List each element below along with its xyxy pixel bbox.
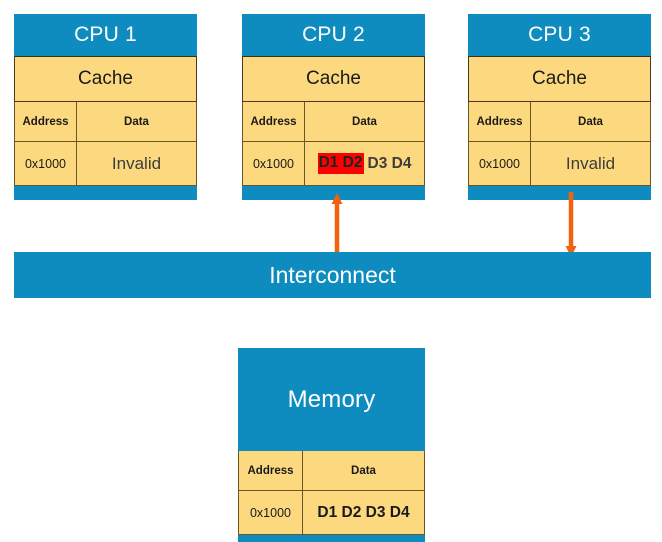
cpu-1-cache-table: Address Data 0x1000 Invalid xyxy=(14,102,197,186)
cpu-3-footer-strip xyxy=(468,186,651,193)
connector-cpu-2-arrow-up xyxy=(330,192,344,258)
cpu-1-footer-strip xyxy=(14,186,197,193)
table-header-row: Address Data xyxy=(242,102,425,142)
connector-cpu-3-arrow-down xyxy=(564,192,578,258)
column-header-data: Data xyxy=(352,115,377,128)
table-header-row: Address Data xyxy=(14,102,197,142)
table-header-row: Address Data xyxy=(468,102,651,142)
cpu-2-address-value: 0x1000 xyxy=(243,142,305,185)
memory-node[interactable]: Memory Address Data 0x1000 D1 D2 D3 D4 xyxy=(238,348,425,542)
memory-data-value: D1 D2 D3 D4 xyxy=(317,503,410,521)
cpu-1-data-value: Invalid xyxy=(111,153,162,173)
column-header-address: Address xyxy=(15,102,77,141)
column-header-data: Data xyxy=(351,464,376,477)
cpu-3-cache-label: Cache xyxy=(468,56,651,102)
arrow-down-icon xyxy=(565,192,577,257)
cpu-3-address-value: 0x1000 xyxy=(469,142,531,185)
cpu-3-node[interactable]: CPU 3 Cache Address Data 0x1000 Invalid xyxy=(468,14,651,200)
column-header-data: Data xyxy=(124,115,149,128)
cpu-1-address-value: 0x1000 xyxy=(15,142,77,185)
memory-address-value: 0x1000 xyxy=(239,491,303,534)
cpu-3-cache-table: Address Data 0x1000 Invalid xyxy=(468,102,651,186)
cpu-2-title: CPU 2 xyxy=(302,23,365,46)
interconnect-label: Interconnect xyxy=(269,261,396,288)
table-header-row: Address Data xyxy=(238,451,425,491)
memory-footer-strip xyxy=(238,535,425,542)
cpu-2-footer-strip xyxy=(242,186,425,193)
cpu-2-data-rest: D3 D4 xyxy=(367,154,412,172)
cpu-3-data-value: Invalid xyxy=(565,153,616,173)
memory-title: Memory xyxy=(287,385,376,413)
cpu-1-cache-label: Cache xyxy=(14,56,197,102)
memory-table: Address Data 0x1000 D1 D2 D3 D4 xyxy=(238,451,425,535)
table-row[interactable]: 0x1000 D1 D2 D3 D4 xyxy=(238,491,425,535)
table-row[interactable]: 0x1000 Invalid xyxy=(468,142,651,186)
interconnect-bar[interactable]: Interconnect xyxy=(14,252,651,298)
arrow-up-icon xyxy=(331,193,343,258)
cpu-1-node[interactable]: CPU 1 Cache Address Data 0x1000 Invalid xyxy=(14,14,197,200)
column-header-address: Address xyxy=(469,102,531,141)
column-header-address: Address xyxy=(243,102,305,141)
cpu-1-title: CPU 1 xyxy=(74,23,137,46)
cpu-2-cache-label: Cache xyxy=(242,56,425,102)
cpu-2-data-highlight: D1 D2 xyxy=(317,153,364,174)
column-header-data: Data xyxy=(578,115,603,128)
column-header-address: Address xyxy=(239,451,303,490)
table-row[interactable]: 0x1000 Invalid xyxy=(14,142,197,186)
cpu-3-title: CPU 3 xyxy=(528,23,591,46)
